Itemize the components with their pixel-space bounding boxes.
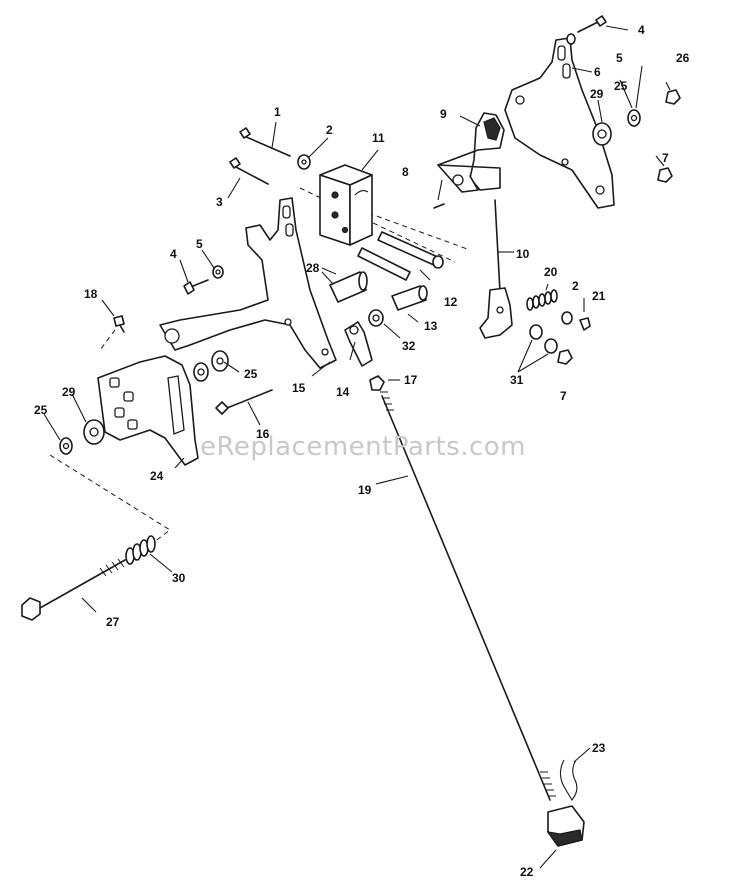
spring-part-20 — [526, 289, 558, 311]
callout-6: 6 — [594, 65, 601, 79]
block-part-22 — [546, 805, 585, 847]
callout-25: 25 — [614, 79, 628, 93]
callout-16: 16 — [256, 427, 270, 441]
callout-5: 5 — [196, 237, 203, 251]
clip-part-23 — [559, 759, 578, 801]
callout-10: 10 — [516, 247, 530, 261]
callout-7: 7 — [662, 151, 669, 165]
callout-30: 30 — [172, 571, 186, 585]
callout-7: 7 — [560, 389, 567, 403]
callout-4: 4 — [170, 247, 177, 261]
shift-rod-part-10 — [479, 199, 513, 339]
callout-28: 28 — [306, 261, 320, 275]
callout-4: 4 — [638, 23, 645, 37]
callout-25: 25 — [244, 367, 258, 381]
callout-25: 25 — [34, 403, 48, 417]
callout-31: 31 — [510, 373, 524, 387]
callout-2: 2 — [572, 279, 579, 293]
callout-32: 32 — [402, 339, 416, 353]
callout-23: 23 — [592, 741, 606, 755]
pins-parts-12-13 — [357, 231, 444, 311]
callout-21: 21 — [592, 289, 606, 303]
callout-29: 29 — [62, 385, 76, 399]
callout-15: 15 — [292, 381, 306, 395]
rod-end-part-14 — [344, 321, 373, 367]
bracket-part-15 — [159, 197, 337, 369]
callout-labels: 1 2 2 3 4 4 5 5 6 7 7 8 9 10 11 12 13 14… — [34, 23, 690, 879]
callout-29: 29 — [590, 87, 604, 101]
callout-5: 5 — [616, 51, 623, 65]
callout-27: 27 — [106, 615, 120, 629]
callout-12: 12 — [444, 295, 458, 309]
washers-and-nuts — [59, 33, 681, 455]
bracket-plate-part-6 — [504, 37, 615, 209]
rod-part-19 — [380, 391, 556, 801]
callout-3: 3 — [216, 195, 223, 209]
callout-9: 9 — [440, 107, 447, 121]
callout-11: 11 — [372, 131, 385, 145]
callout-2: 2 — [326, 123, 333, 137]
callout-8: 8 — [402, 165, 409, 179]
callout-18: 18 — [84, 287, 98, 301]
callout-14: 14 — [336, 385, 350, 399]
shift-handle-part-9 — [437, 112, 505, 193]
callout-19: 19 — [358, 483, 372, 497]
block-part-11 — [319, 164, 373, 246]
bolt-part-27 — [21, 558, 126, 621]
sleeve-part-28 — [329, 271, 368, 303]
callout-24: 24 — [150, 469, 164, 483]
spring-part-30 — [125, 535, 156, 565]
leader-lines — [43, 25, 671, 869]
callout-20: 20 — [544, 265, 558, 279]
callout-22: 22 — [520, 865, 534, 879]
plate-part-24 — [97, 355, 199, 466]
small-bolts — [113, 15, 607, 415]
callout-17: 17 — [404, 373, 418, 387]
callout-1: 1 — [274, 105, 281, 119]
callout-13: 13 — [424, 319, 438, 333]
callout-26: 26 — [676, 51, 690, 65]
